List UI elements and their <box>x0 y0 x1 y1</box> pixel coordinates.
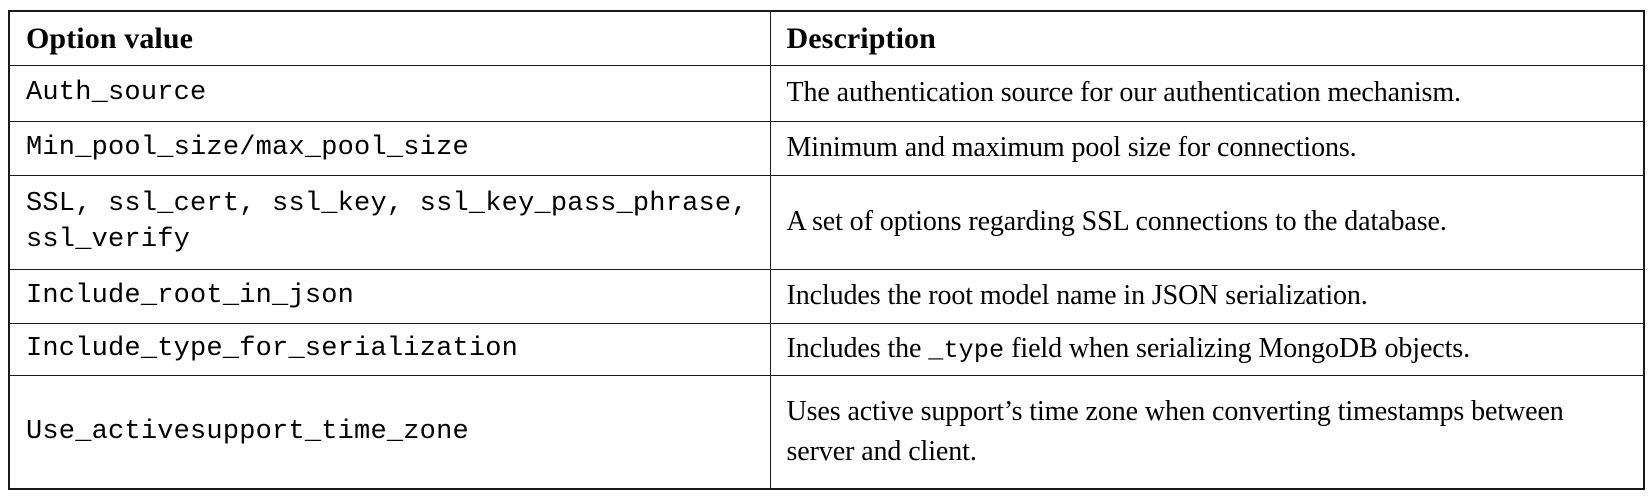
table-row: Include_root_in_json Includes the root m… <box>8 268 1645 324</box>
cell-option-value: Use_activesupport_time_zone <box>8 374 771 490</box>
cell-description: Minimum and maximum pool size for connec… <box>769 120 1645 176</box>
cell-option-value: Include_type_for_serialization <box>8 322 771 376</box>
table-row: Include_type_for_serialization Includes … <box>8 322 1645 376</box>
table-row: SSL, ssl_cert, ssl_key, ssl_key_pass_phr… <box>8 174 1645 270</box>
cell-option-value: SSL, ssl_cert, ssl_key, ssl_key_pass_phr… <box>8 174 771 270</box>
cell-option-value: Auth_source <box>8 64 771 122</box>
cell-description: The authentication source for our authen… <box>769 64 1645 122</box>
table-header-row: Option value Description <box>8 10 1645 66</box>
description-text-after-code: field when serializing MongoDB objects. <box>1011 333 1470 365</box>
column-header-description: Description <box>769 10 1645 66</box>
table-row: Use_activesupport_time_zone Uses active … <box>8 374 1645 490</box>
cell-description: A set of options regarding SSL connectio… <box>769 174 1645 270</box>
column-header-option-value: Option value <box>8 10 771 66</box>
options-table-container: Option value Description Auth_source The… <box>8 10 1645 490</box>
table-header: Option value Description <box>8 10 1645 66</box>
cell-description: Includes the _type field when serializin… <box>769 322 1645 376</box>
cell-option-value: Include_root_in_json <box>8 268 771 324</box>
table-row: Auth_source The authentication source fo… <box>8 64 1645 122</box>
options-table: Option value Description Auth_source The… <box>8 10 1645 490</box>
description-text-before-code: Includes the <box>786 333 922 365</box>
cell-description: Includes the root model name in JSON ser… <box>769 268 1645 324</box>
table-row: Min_pool_size/max_pool_size Minimum and … <box>8 120 1645 176</box>
table-body: Auth_source The authentication source fo… <box>8 64 1645 490</box>
cell-description: Uses active support’s time zone when con… <box>769 374 1645 490</box>
cell-option-value: Min_pool_size/max_pool_size <box>8 120 771 176</box>
description-inline-code: _type <box>928 336 1005 366</box>
